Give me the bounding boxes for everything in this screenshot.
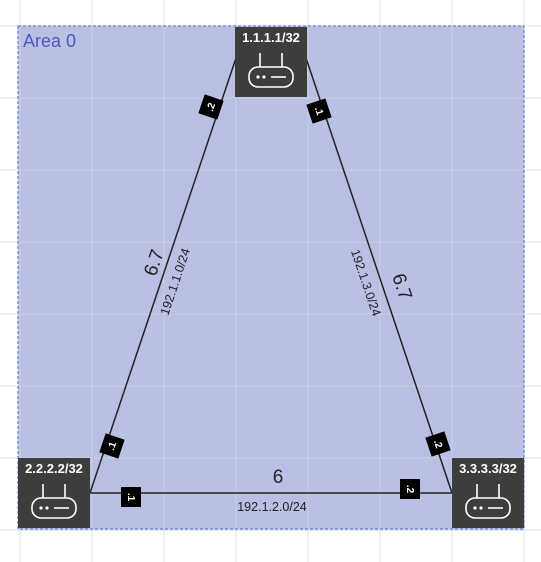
svg-text:.2: .2 <box>431 439 444 451</box>
area-region[interactable] <box>18 26 524 529</box>
link-r1-r2[interactable] <box>89 57 237 494</box>
port-r3-r2[interactable]: .2 <box>400 479 420 499</box>
router-r3[interactable]: 3.3.3.3/32 <box>452 458 524 528</box>
link-r1-r3[interactable] <box>305 57 453 494</box>
svg-text:.1: .1 <box>125 493 136 502</box>
router-icon <box>248 53 294 88</box>
port-r1-r3[interactable]: .1 <box>306 98 332 124</box>
port-r2-r3[interactable]: .1 <box>121 487 141 507</box>
area-label: Area 0 <box>23 31 76 51</box>
svg-text:.2: .2 <box>404 485 415 494</box>
link-r2-r3-cost: 6 <box>273 467 284 488</box>
router-r1[interactable]: 1.1.1.1/32 <box>235 27 307 97</box>
router-r3-label: 3.3.3.3/32 <box>459 461 517 476</box>
router-r2-label: 2.2.2.2/32 <box>25 461 83 476</box>
svg-text:.2: .2 <box>205 101 218 113</box>
svg-text:.1: .1 <box>312 106 325 118</box>
router-icon <box>31 484 77 519</box>
link-r2-r3-subnet: 192.1.2.0/24 <box>237 500 307 514</box>
router-r2[interactable]: 2.2.2.2/32 <box>18 458 90 528</box>
router-r1-label: 1.1.1.1/32 <box>242 30 300 45</box>
svg-text:.1: .1 <box>106 440 119 452</box>
port-r1-r2[interactable]: .2 <box>198 94 224 120</box>
area-border <box>17 25 525 530</box>
router-icon <box>465 484 511 519</box>
port-r3-r1[interactable]: .2 <box>425 431 451 457</box>
port-r2-r1[interactable]: .1 <box>99 433 125 459</box>
